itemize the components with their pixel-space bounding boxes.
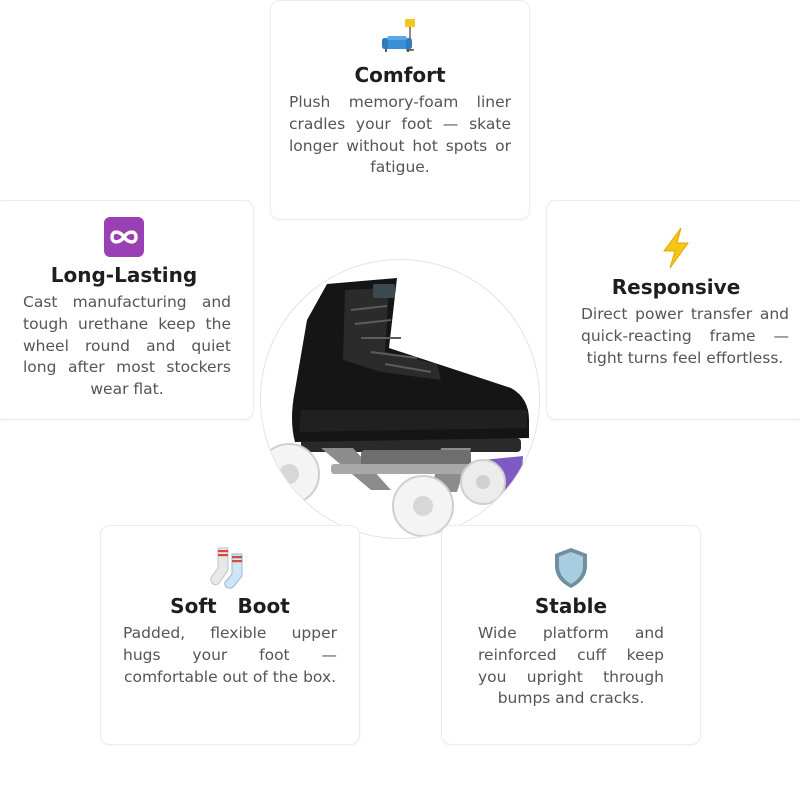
- feature-title: Stable: [534, 594, 608, 618]
- feature-title: Soft Boot: [170, 594, 290, 618]
- feature-description: Padded, flexible upper hugs your foot — …: [123, 624, 337, 686]
- feature-card-comfort: Comfort Plush memory-foam liner cradles …: [270, 0, 530, 220]
- couch-and-lamp-icon: [378, 15, 422, 59]
- feature-card-responsive: Responsive Direct power transfer and qui…: [546, 200, 800, 420]
- feature-description: Cast manufacturing and tough urethane ke…: [23, 293, 231, 399]
- feature-title: Comfort: [354, 63, 446, 87]
- feature-title: Long-Lasting: [50, 263, 198, 287]
- shield-icon: [551, 540, 591, 590]
- product-image: [260, 259, 540, 539]
- feature-card-long-lasting: Long-Lasting Cast manufacturing and toug…: [0, 200, 254, 420]
- socks-icon: [208, 540, 252, 590]
- infinity-icon: [102, 215, 146, 259]
- feature-title: Responsive: [611, 275, 741, 299]
- feature-description: Wide platform and reinforced cuff keep y…: [478, 624, 664, 708]
- feature-card-soft-boot: Soft Boot Padded, flexible upper hugs yo…: [100, 525, 360, 745]
- feature-card-stable: Stable Wide platform and reinforced cuff…: [441, 525, 701, 745]
- high-voltage-icon: [656, 215, 696, 271]
- feature-description: Direct power transfer and quick-reacting…: [581, 305, 789, 367]
- feature-description: Plush memory-foam liner cradles your foo…: [289, 93, 511, 177]
